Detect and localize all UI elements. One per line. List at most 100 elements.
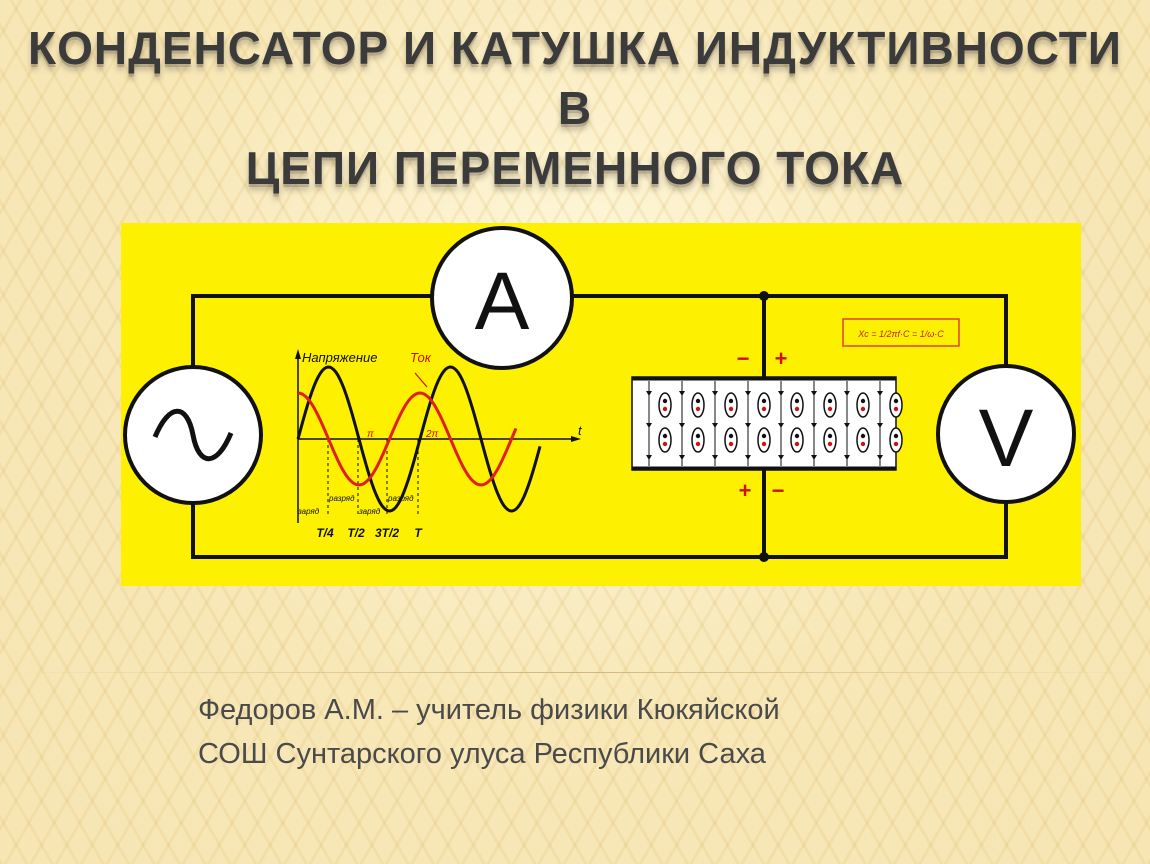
dipole-charge-negative <box>662 398 668 404</box>
dipole-charge-negative <box>860 398 866 404</box>
field-arrow-icon <box>844 391 850 396</box>
circuit-wires <box>191 294 1008 559</box>
dipole-charge-positive <box>860 441 866 447</box>
field-arrow-icon <box>745 455 751 460</box>
dipole-charge-negative <box>827 433 833 439</box>
capacitor: − + + − <box>631 346 903 503</box>
dipole-ellipse <box>889 392 903 418</box>
dipole-charge-positive <box>761 406 767 412</box>
graph-voltage-label: Напряжение <box>302 350 377 365</box>
field-arrow-icon <box>712 423 718 428</box>
field-arrow-icon <box>811 455 817 460</box>
footer-divider <box>0 672 1150 673</box>
current-curve <box>297 391 518 487</box>
graph-charge-label-1: заряд <box>297 507 320 516</box>
field-arrow-icon <box>646 455 652 460</box>
graph-tick-3t2: 3T/2 <box>375 526 399 540</box>
capacitor-bottom-plus: + <box>739 478 752 503</box>
dipole-ellipse <box>856 392 870 418</box>
field-arrow-icon <box>811 423 817 428</box>
dipole-charge-positive <box>860 406 866 412</box>
graph-two-pi-label: 2π <box>425 429 439 440</box>
dipole-charge-positive <box>728 406 734 412</box>
dipole-ellipse <box>790 392 804 418</box>
sine-symbol-icon <box>152 408 234 462</box>
dipole-charge-positive <box>794 406 800 412</box>
ac-source <box>123 365 263 505</box>
dipole-ellipse <box>691 427 705 453</box>
field-arrow-icon <box>877 391 883 396</box>
dipole-charge-negative <box>794 433 800 439</box>
field-arrow-icon <box>646 391 652 396</box>
dipole-ellipse <box>757 392 771 418</box>
graph-t-label: t <box>578 423 583 438</box>
field-arrow-icon <box>877 423 883 428</box>
field-arrow-icon <box>778 455 784 460</box>
author-line-1: Федоров А.М. – учитель физики Кюкяйской <box>198 694 780 726</box>
field-arrow-icon <box>679 391 685 396</box>
voltmeter: V <box>936 364 1076 504</box>
dipole-charge-negative <box>662 433 668 439</box>
junction-dot-bottom <box>759 552 769 562</box>
dipole-charge-positive <box>827 406 833 412</box>
dipole-charge-negative <box>728 433 734 439</box>
graph-current-label: Ток <box>410 350 432 365</box>
formula-text: Xc = 1/2πf·C = 1/ω·C <box>857 329 944 339</box>
dipole-ellipse <box>823 392 837 418</box>
dipole-charge-negative <box>761 433 767 439</box>
graph-t-arrow-icon <box>571 436 581 442</box>
dipole-charge-positive <box>695 406 701 412</box>
field-arrow-icon <box>745 391 751 396</box>
author-line-2: СОШ Сунтарского улуса Республики Саха <box>198 738 766 770</box>
dipole-ellipse <box>724 427 738 453</box>
dipole-ellipse <box>757 427 771 453</box>
graph-tick-t: T <box>414 526 423 540</box>
dipole-charge-negative <box>695 433 701 439</box>
dipole-charge-positive <box>728 441 734 447</box>
circuit-diagram: A V Xc = 1/2πf·C = 1/ω·C − + + − <box>121 223 1081 586</box>
dipole-charge-positive <box>662 441 668 447</box>
graph-tick-t4: T/4 <box>316 526 334 540</box>
field-arrow-icon <box>679 423 685 428</box>
field-arrow-icon <box>844 423 850 428</box>
field-arrow-icon <box>778 391 784 396</box>
voltmeter-label: V <box>979 393 1034 484</box>
dipole-charge-negative <box>728 398 734 404</box>
slide-title: КОНДЕНСАТОР И КАТУШКА ИНДУКТИВНОСТИ В ЦЕ… <box>20 18 1130 198</box>
field-arrow-icon <box>811 391 817 396</box>
dipole-charge-negative <box>695 398 701 404</box>
dipole-ellipse <box>856 427 870 453</box>
field-arrow-icon <box>877 455 883 460</box>
dipole-charge-negative <box>794 398 800 404</box>
dipole-charge-positive <box>893 406 899 412</box>
dipole-charge-negative <box>761 398 767 404</box>
dipole-charge-positive <box>794 441 800 447</box>
slide-title-line-2: ЦЕПИ ПЕРЕМЕННОГО ТОКА <box>245 142 905 194</box>
field-arrow-icon <box>646 423 652 428</box>
field-arrow-icon <box>778 423 784 428</box>
capacitor-top-minus: − <box>737 346 750 371</box>
capacitor-top-plus: + <box>775 346 788 371</box>
circuit-svg: A V Xc = 1/2πf·C = 1/ω·C − + + − <box>123 226 1076 562</box>
graph-discharge-label-1: разряд <box>328 494 355 503</box>
dipole-ellipse <box>889 427 903 453</box>
dipole-charge-positive <box>827 441 833 447</box>
voltage-curve <box>296 365 542 513</box>
dipole-charge-negative <box>893 398 899 404</box>
field-arrow-icon <box>712 455 718 460</box>
field-arrow-icon <box>745 423 751 428</box>
capacitor-bottom-minus: − <box>772 478 785 503</box>
dipole-ellipse <box>823 427 837 453</box>
slide-title-line-1: КОНДЕНСАТОР И КАТУШКА ИНДУКТИВНОСТИ В <box>28 22 1122 134</box>
formula-box: Xc = 1/2πf·C = 1/ω·C <box>842 318 960 347</box>
ammeter-label: A <box>475 256 530 347</box>
graph-discharge-label-2: разряд <box>387 494 414 503</box>
dipole-ellipse <box>691 392 705 418</box>
graph-tick-t2: T/2 <box>347 526 365 540</box>
dipole-charge-negative <box>827 398 833 404</box>
dipole-ellipse <box>724 392 738 418</box>
dipole-charge-negative <box>860 433 866 439</box>
field-arrow-icon <box>712 391 718 396</box>
dipole-charge-negative <box>893 433 899 439</box>
dipole-ellipse <box>658 427 672 453</box>
